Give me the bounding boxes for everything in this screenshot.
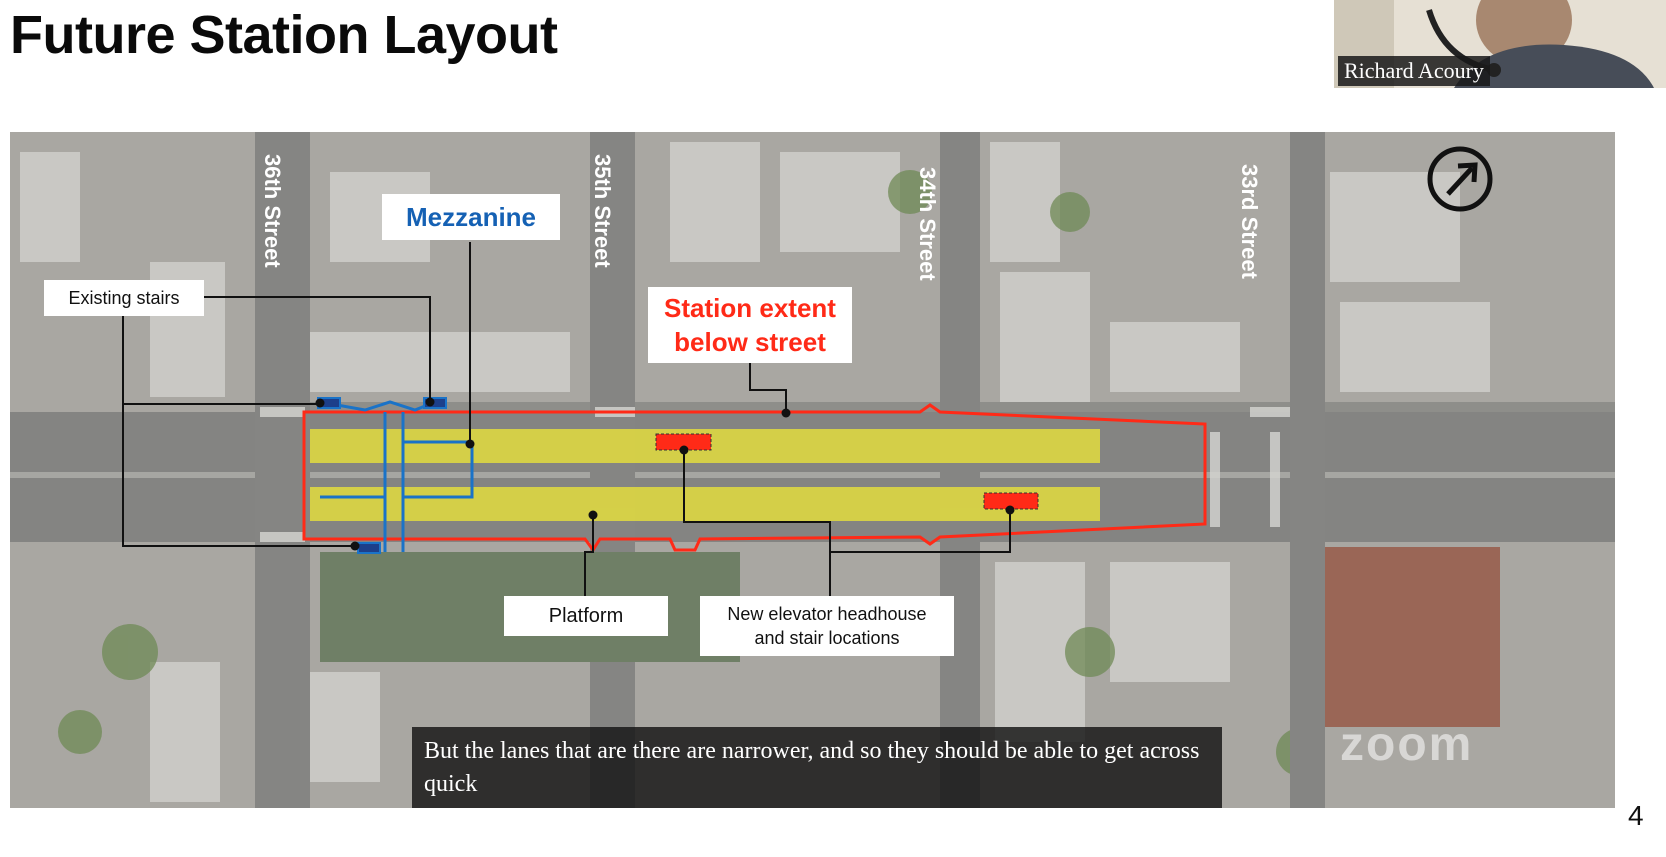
station-extent-outline (302, 403, 1207, 553)
street-label-34th: 34th Street (915, 167, 940, 281)
caption-text: But the lanes that are there are narrowe… (424, 738, 1200, 797)
station-extent-line2: below street (674, 327, 826, 357)
slide-title: Future Station Layout (10, 5, 558, 65)
street-label-35th: 35th Street (590, 154, 615, 268)
participant-video-tile[interactable]: Richard Acoury (1334, 0, 1666, 88)
street-label-36th: 36th Street (260, 154, 285, 268)
existing-stairs-label: Existing stairs (44, 280, 204, 316)
platform-label: Platform (504, 596, 668, 636)
station-extent-label: Station extent below street (648, 287, 852, 363)
station-extent-line1: Station extent (664, 293, 836, 323)
participant-name: Richard Acoury (1338, 56, 1490, 86)
platform-label-text: Platform (548, 605, 624, 627)
mezzanine-label: Mezzanine (382, 194, 560, 240)
live-caption: But the lanes that are there are narrowe… (412, 727, 1222, 808)
elevator-headhouse-label: New elevator headhouse and stair locatio… (700, 596, 954, 656)
zoom-watermark: zoom (1340, 718, 1474, 771)
aerial-map-image: 36th Street 35th Street 34th Street 33rd… (10, 132, 1615, 808)
slide-page-number: 4 (1628, 800, 1644, 831)
station-map: 36th Street 35th Street 34th Street 33rd… (10, 132, 1615, 808)
existing-stairs-label-text: Existing stairs (68, 288, 180, 308)
elevator-label-line2: and stair locations (754, 628, 900, 648)
elevator-label-line1: New elevator headhouse (727, 604, 927, 624)
mezzanine-label-text: Mezzanine (405, 202, 537, 232)
north-arrow-icon (1427, 146, 1493, 212)
street-label-33rd: 33rd Street (1237, 164, 1262, 280)
